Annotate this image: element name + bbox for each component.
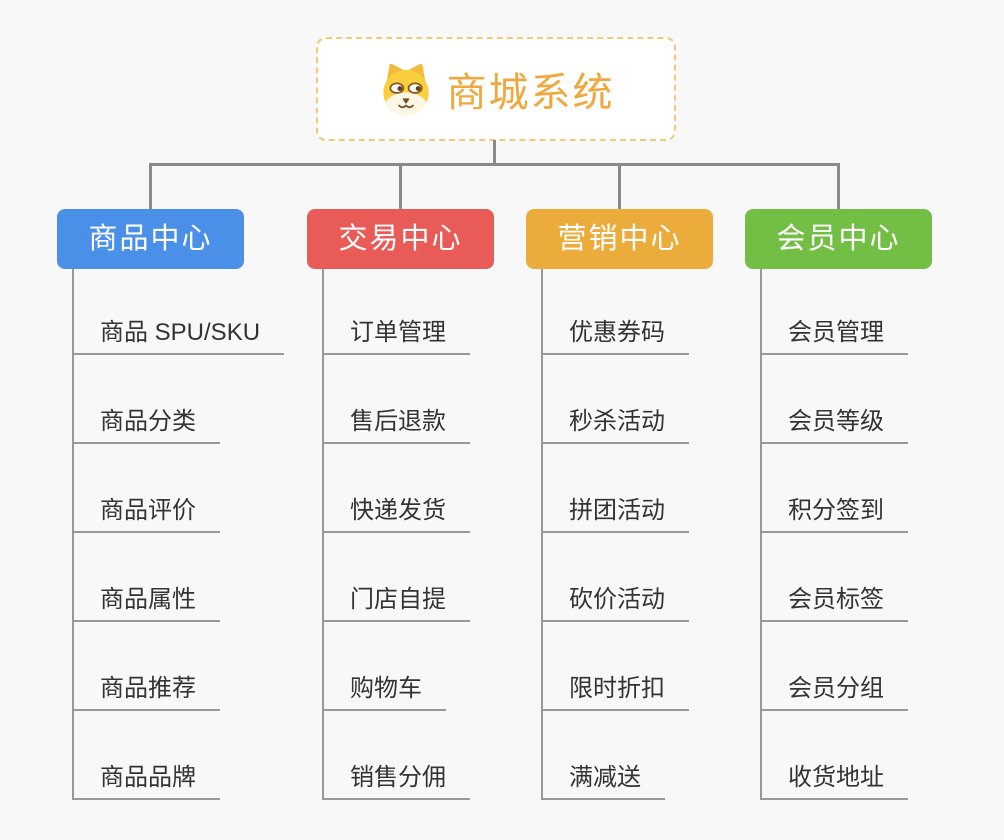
branch-header[interactable]: 商品中心 — [57, 209, 244, 269]
tree-item[interactable]: 满减送 — [541, 711, 665, 800]
tree-item-label: 售后退款 — [350, 408, 446, 435]
dog-face-icon — [378, 62, 434, 116]
connector-drop-branch-4 — [837, 163, 840, 210]
connector-horizontal-bus — [149, 163, 840, 166]
connector-root-vertical — [493, 140, 496, 164]
tree-item-label: 积分签到 — [788, 497, 884, 524]
tree-item[interactable]: 会员分组 — [760, 622, 908, 711]
branch-header-label: 商品中心 — [88, 223, 213, 255]
tree-item[interactable]: 商品品牌 — [72, 711, 220, 800]
tree-item[interactable]: 优惠券码 — [541, 266, 689, 355]
tree-item-label: 商品属性 — [100, 586, 196, 613]
branch-item-list: 商品 SPU/SKU 商品分类商品评价商品属性商品推荐商品品牌 — [72, 266, 285, 800]
tree-item[interactable]: 限时折扣 — [541, 622, 689, 711]
tree-item-label: 门店自提 — [350, 586, 446, 613]
tree-item[interactable]: 商品分类 — [72, 355, 220, 444]
tree-item-label: 优惠券码 — [569, 319, 665, 346]
tree-item[interactable]: 快递发货 — [322, 444, 470, 533]
tree-item-label: 拼团活动 — [569, 497, 665, 524]
branch-header[interactable]: 营销中心 — [526, 209, 713, 269]
root-title: 商城系统 — [446, 71, 615, 115]
tree-item-label: 收货地址 — [788, 764, 884, 791]
tree-item-label: 砍价活动 — [569, 586, 665, 613]
tree-item[interactable]: 会员管理 — [760, 266, 908, 355]
tree-item[interactable]: 商品属性 — [72, 533, 220, 622]
branch-column: 交易中心 订单管理售后退款快递发货门店自提购物车销售分佣 — [307, 0, 567, 840]
tree-item[interactable]: 拼团活动 — [541, 444, 689, 533]
tree-item[interactable]: 商品 SPU/SKU — [72, 266, 285, 355]
branch-header[interactable]: 交易中心 — [307, 209, 494, 269]
tree-item[interactable]: 商品评价 — [72, 444, 220, 533]
branch-header-label: 营销中心 — [557, 223, 682, 255]
branch-item-list: 优惠券码秒杀活动拼团活动砍价活动限时折扣满减送 — [541, 266, 689, 800]
tree-item-label: 秒杀活动 — [569, 408, 665, 435]
root-node[interactable]: 商城系统 — [316, 37, 676, 141]
tree-item-label: 快递发货 — [350, 497, 446, 524]
tree-item[interactable]: 购物车 — [322, 622, 446, 711]
tree-item-label: 限时折扣 — [569, 675, 665, 702]
tree-item-label: 商品推荐 — [100, 675, 196, 702]
tree-item-label: 订单管理 — [350, 319, 446, 346]
tree-item[interactable]: 收货地址 — [760, 711, 908, 800]
branch-item-list: 订单管理售后退款快递发货门店自提购物车销售分佣 — [322, 266, 470, 800]
connector-drop-branch-1 — [149, 163, 152, 210]
branch-header[interactable]: 会员中心 — [745, 209, 932, 269]
branch-column: 商品中心 商品 SPU/SKU 商品分类商品评价商品属性商品推荐商品品牌 — [57, 0, 317, 840]
branch-header-label: 交易中心 — [338, 223, 463, 255]
tree-item-label: 会员标签 — [788, 586, 884, 613]
tree-item-label: 会员等级 — [788, 408, 884, 435]
tree-item-label: 销售分佣 — [350, 764, 446, 791]
tree-item-label: 会员分组 — [788, 675, 884, 702]
tree-item-label: 购物车 — [350, 675, 422, 702]
connector-drop-branch-3 — [618, 163, 621, 210]
tree-item[interactable]: 砍价活动 — [541, 533, 689, 622]
tree-item[interactable]: 售后退款 — [322, 355, 470, 444]
tree-item-label: 商品分类 — [100, 408, 196, 435]
tree-item[interactable]: 门店自提 — [322, 533, 470, 622]
tree-item[interactable]: 积分签到 — [760, 444, 908, 533]
connector-drop-branch-2 — [399, 163, 402, 210]
tree-item[interactable]: 销售分佣 — [322, 711, 470, 800]
branch-header-label: 会员中心 — [776, 223, 901, 255]
tree-item[interactable]: 商品推荐 — [72, 622, 220, 711]
tree-item[interactable]: 秒杀活动 — [541, 355, 689, 444]
tree-item[interactable]: 会员标签 — [760, 533, 908, 622]
branch-connector-line — [72, 269, 74, 800]
tree-item[interactable]: 订单管理 — [322, 266, 470, 355]
tree-item-label: 商品品牌 — [100, 764, 196, 791]
tree-item[interactable]: 会员等级 — [760, 355, 908, 444]
branch-connector-line — [541, 269, 543, 800]
branch-column: 营销中心 优惠券码秒杀活动拼团活动砍价活动限时折扣满减送 — [526, 0, 786, 840]
branch-connector-line — [322, 269, 324, 800]
tree-item-label: 满减送 — [569, 764, 641, 791]
branch-item-list: 会员管理会员等级积分签到会员标签会员分组收货地址 — [760, 266, 908, 800]
branch-connector-line — [760, 269, 762, 800]
branch-column: 会员中心 会员管理会员等级积分签到会员标签会员分组收货地址 — [745, 0, 1004, 840]
tree-item-label: 商品 SPU/SKU — [100, 319, 261, 346]
tree-item-label: 会员管理 — [788, 319, 884, 346]
tree-item-label: 商品评价 — [100, 497, 196, 524]
